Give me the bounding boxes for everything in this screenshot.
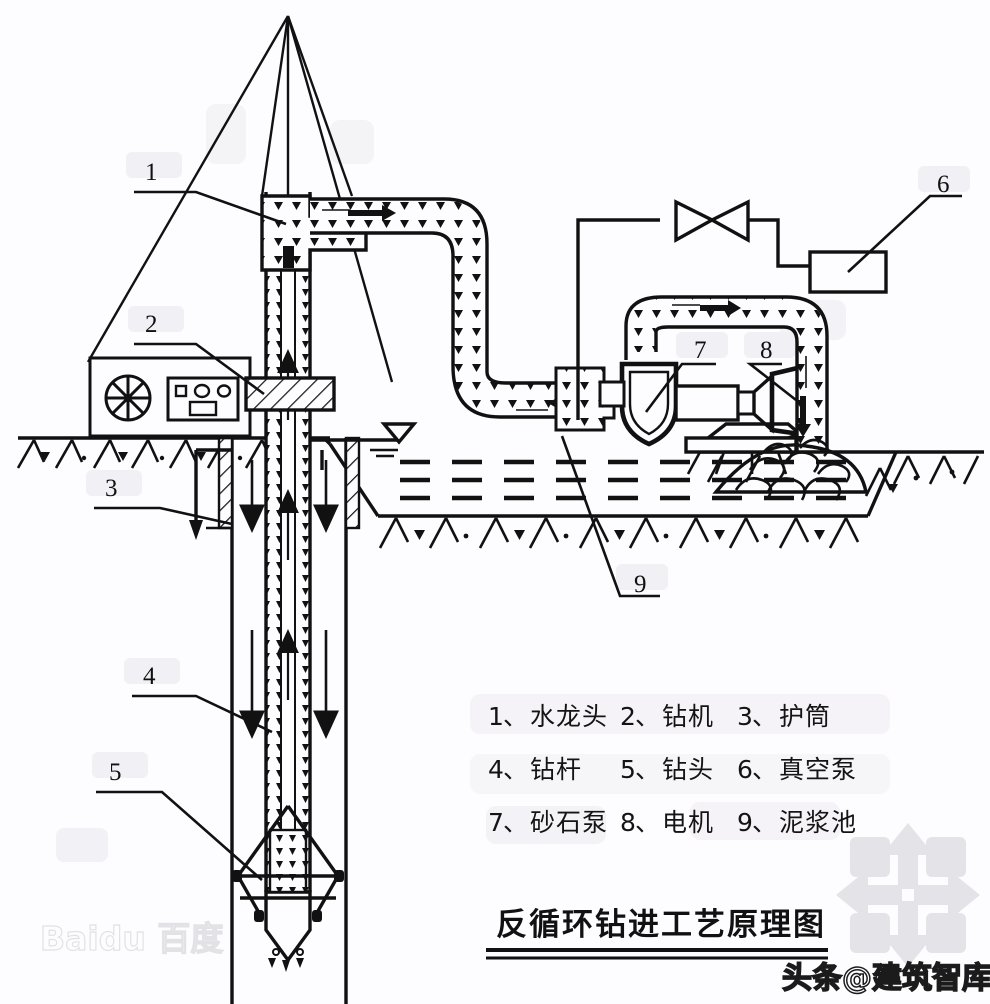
watermark-toutiao: 头条@建筑智库 xyxy=(781,960,990,997)
legend-name-5: 钻头 xyxy=(662,755,714,784)
paper-smudges xyxy=(56,104,970,862)
annulus-flow-arrows xyxy=(239,460,339,739)
legend-name-9: 泥浆池 xyxy=(779,808,857,837)
legend-row-2: 4 、 钻杆 5 、 钻头 6 、 真空泵 xyxy=(488,755,857,784)
legend-item-4: 4 xyxy=(488,755,505,784)
callout-7: 7 xyxy=(694,337,707,364)
legend-item-8: 8 xyxy=(620,808,637,837)
callout-numbers: 1 2 3 4 5 6 7 8 9 xyxy=(105,159,950,786)
water-level-marker xyxy=(310,422,418,458)
legend-name-3: 护筒 xyxy=(779,702,831,731)
callout-5: 5 xyxy=(109,759,122,786)
callout-4: 4 xyxy=(143,663,156,690)
callout-6: 6 xyxy=(937,171,950,198)
sand-pump xyxy=(598,361,756,447)
diagram-title: 反循环钻进工艺原理图 xyxy=(486,907,828,960)
drill-rig xyxy=(88,356,336,438)
control-panel xyxy=(166,376,240,422)
return-duct xyxy=(624,295,829,452)
flywheel-icon xyxy=(104,374,152,422)
legend-sep-3: 、 xyxy=(752,702,778,731)
legend-item-9: 9 xyxy=(737,808,754,837)
legend-sep-8: 、 xyxy=(635,808,661,837)
legend-sep-5: 、 xyxy=(635,755,661,784)
callout-3: 3 xyxy=(105,475,118,502)
legend-item-2: 2 xyxy=(620,702,637,731)
legend-sep-9: 、 xyxy=(752,808,778,837)
legend-sep-6: 、 xyxy=(752,755,778,784)
legend: 1 、 水龙头 2 、 钻机 3 、 护筒 4 、 钻杆 5 、 钻头 6 、 xyxy=(488,702,857,837)
legend-name-4: 钻杆 xyxy=(530,755,582,784)
vacuum-pump xyxy=(808,250,888,294)
drill-bit xyxy=(232,805,344,972)
callout-9: 9 xyxy=(634,571,647,598)
legend-sep-4: 、 xyxy=(503,755,529,784)
legend-row-1: 1 、 水龙头 2 、 钻机 3 、 护筒 xyxy=(488,702,831,731)
callout-8: 8 xyxy=(760,337,773,364)
page-title: 反循环钻进工艺原理图 xyxy=(496,907,826,943)
legend-item-3: 3 xyxy=(737,702,754,731)
legend-name-1: 水龙头 xyxy=(530,702,608,731)
callout-leaders xyxy=(94,190,962,881)
watermark-baidu: Baidu 百度 xyxy=(39,918,224,958)
legend-name-6: 真空泵 xyxy=(779,755,857,784)
legend-name-7: 砂石泵 xyxy=(530,808,608,837)
legend-sep-2: 、 xyxy=(635,702,661,731)
watermark-logo-icon xyxy=(836,823,980,967)
callout-2: 2 xyxy=(145,311,158,338)
legend-item-5: 5 xyxy=(620,755,637,784)
spoil-heap xyxy=(712,438,869,501)
borehole xyxy=(230,438,348,1004)
valve-icon xyxy=(674,199,750,243)
vacuum-line xyxy=(576,199,810,420)
watermark-baidu-text: Baidu 百度 xyxy=(40,919,223,958)
legend-item-1: 1 xyxy=(488,702,505,731)
legend-sep-7: 、 xyxy=(503,808,529,837)
legend-name-8: 电机 xyxy=(662,808,714,837)
watermark-toutiao-text: 头条@建筑智库 xyxy=(782,961,990,996)
legend-name-2: 钻机 xyxy=(662,702,714,731)
legend-item-6: 6 xyxy=(737,755,754,784)
legend-row-3: 7 、 砂石泵 8 、 电机 9 、 泥浆池 xyxy=(488,808,857,837)
callout-1: 1 xyxy=(145,159,158,186)
legend-sep-1: 、 xyxy=(503,702,529,731)
legend-item-7: 7 xyxy=(488,808,505,837)
drill-rod xyxy=(264,192,312,892)
